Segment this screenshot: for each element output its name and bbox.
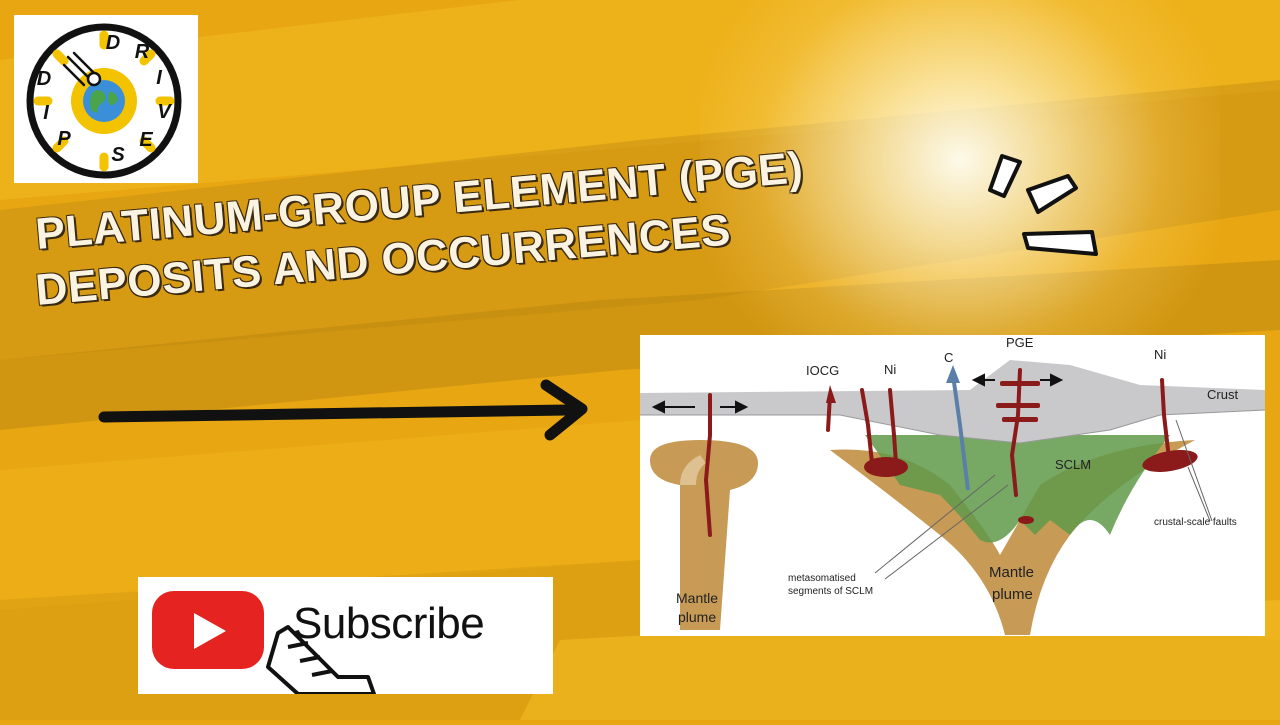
logo-letter-3: V	[157, 101, 172, 123]
crust-layer	[640, 360, 1265, 443]
label-ni-left: Ni	[884, 362, 897, 377]
label-mantle-plume-left-1: Mantle	[676, 590, 719, 606]
label-sclm: SCLM	[1055, 457, 1092, 472]
label-mantle-plume-left-2: plume	[678, 609, 717, 625]
carbon-pathway	[951, 374, 970, 491]
intrusion-ni-left	[864, 457, 908, 477]
video-title: PLATINUM-GROUP ELEMENT (PGE) DEPOSITS AN…	[34, 143, 938, 350]
sun-rays	[33, 30, 175, 172]
dash-mark-3	[1022, 230, 1098, 256]
comet-icon	[62, 51, 96, 87]
dash-mark-1	[988, 154, 1022, 198]
label-iocg: IOCG	[806, 363, 840, 378]
logo-letter-6: P	[57, 128, 71, 150]
channel-logo: D R I V E S P I D	[14, 15, 198, 183]
logo-letter-2: I	[156, 67, 162, 89]
label-pge: PGE	[1006, 335, 1034, 350]
logo-graphic: D R I V E S P I D	[26, 23, 182, 179]
label-c: C	[944, 350, 954, 365]
logo-letter-8: D	[37, 68, 51, 90]
label-crust: Crust	[1207, 387, 1239, 402]
label-metasomatised-1: metasomatised	[788, 573, 856, 584]
dash-mark-2	[1026, 174, 1078, 214]
logo-letter-7: I	[43, 102, 49, 124]
pointer-arrow-icon	[98, 375, 598, 445]
logo-letter-0: D	[106, 32, 120, 54]
label-mantle-plume-center-1: Mantle	[989, 564, 1035, 581]
logo-letter-5: S	[111, 144, 125, 166]
emphasis-marks	[980, 150, 1110, 270]
left-mantle-plume	[650, 440, 758, 630]
label-metasomatised-2: segments of SCLM	[788, 586, 874, 597]
subscribe-graphic	[152, 591, 376, 696]
intrusion-ni-right	[1142, 450, 1198, 472]
sclm-layer	[865, 435, 1170, 543]
logo-letter-1: R	[135, 41, 150, 63]
pge-geology-diagram: IOCG Ni C PGE Ni Crust SCLM crustal-scal…	[640, 335, 1265, 636]
label-ni-right: Ni	[1154, 347, 1167, 362]
label-mantle-plume-center-2: plume	[992, 586, 1033, 603]
subscribe-label: Subscribe	[293, 599, 485, 648]
label-crustal-faults: crustal-scale faults	[1154, 517, 1237, 528]
diagram-graphic	[640, 360, 1265, 635]
logo-letter-4: E	[139, 129, 153, 151]
subscribe-button[interactable]: Subscribe	[138, 577, 553, 696]
